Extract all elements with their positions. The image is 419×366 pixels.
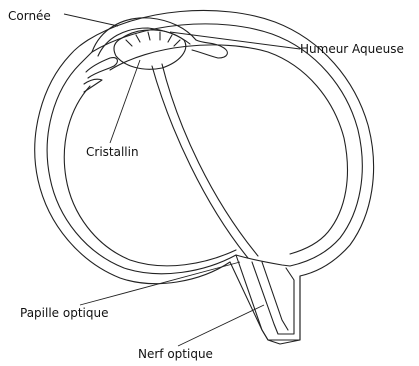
leader-lens [110, 60, 140, 143]
optic-nerve-outer [236, 255, 300, 340]
label-optic-nerve: Nerf optique [138, 347, 213, 361]
leader-optic-nerve [178, 305, 264, 346]
label-lens: Cristallin [86, 145, 139, 159]
leader-cornea [64, 14, 118, 26]
hyaloid-canal [152, 66, 248, 258]
optic-nerve-core [262, 262, 288, 330]
lens-shape [114, 30, 186, 69]
iris-upper [192, 40, 227, 58]
sclera-outer [35, 10, 374, 344]
hyaloid-canal-inner [162, 64, 258, 256]
leader-optic-disc [80, 262, 240, 305]
label-optic-disc: Papille optique [20, 306, 108, 320]
label-cornea: Cornée [8, 9, 51, 23]
label-aqueous-humor: Humeur Aqueuse [300, 42, 404, 56]
ciliary-lower [84, 79, 102, 92]
